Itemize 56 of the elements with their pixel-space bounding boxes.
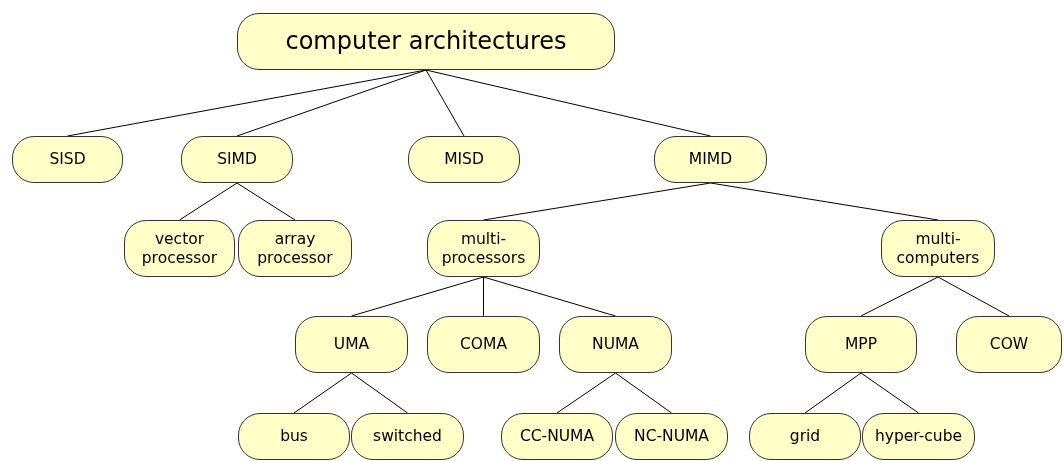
rounded-box <box>805 316 917 373</box>
connector-line <box>425 69 465 137</box>
node-label: MISD <box>443 150 485 169</box>
node-label: bus <box>279 427 309 446</box>
rounded-box <box>749 413 861 460</box>
node-label: CC-NUMA <box>518 427 596 446</box>
connector-line <box>293 372 352 414</box>
connector-line <box>860 276 939 317</box>
node-label: hyper-cube <box>873 427 964 446</box>
node-label: MIMD <box>687 150 734 169</box>
node-label: vector processor <box>140 229 219 268</box>
rounded-box <box>956 316 1062 373</box>
rounded-box <box>559 316 672 373</box>
node-label: COMA <box>459 335 508 354</box>
rounded-box <box>427 220 540 277</box>
connector-line <box>236 69 427 137</box>
connector-line <box>556 372 616 414</box>
node-label: multi-processors <box>440 229 527 268</box>
connector-line <box>937 276 1010 317</box>
connector-line <box>483 276 484 317</box>
connector-line <box>615 372 672 414</box>
connector-line <box>179 182 238 221</box>
node-label: SISD <box>48 150 87 169</box>
node-label: computer architectures <box>284 27 568 56</box>
connector-line <box>860 372 919 414</box>
node-label: UMA <box>332 335 371 354</box>
node-label: array processor <box>256 229 334 268</box>
rounded-box <box>295 316 408 373</box>
rounded-box <box>654 136 767 183</box>
connector-line <box>483 276 616 317</box>
connector-line <box>351 372 408 414</box>
rounded-box <box>238 220 352 277</box>
rounded-box <box>351 413 464 460</box>
rounded-box <box>238 413 350 460</box>
rounded-box <box>615 413 728 460</box>
rounded-box <box>237 13 615 70</box>
rounded-box <box>124 220 235 277</box>
connector-line <box>236 182 296 221</box>
rounded-box <box>862 413 975 460</box>
rounded-box <box>12 136 123 183</box>
connector-line <box>351 276 484 317</box>
node-label: NUMA <box>591 335 640 354</box>
rounded-box <box>181 136 293 183</box>
connector-line <box>804 372 862 414</box>
node-label: grid <box>788 427 822 446</box>
rounded-box <box>427 316 540 373</box>
rounded-box <box>881 220 995 277</box>
node-label: multi-computers <box>895 229 981 268</box>
node-label: NC-NUMA <box>633 427 710 446</box>
node-label: COW <box>988 335 1030 354</box>
node-label: MPP <box>843 335 879 354</box>
node-label: SIMD <box>216 150 258 169</box>
connector-line <box>425 69 711 137</box>
node-label: switched <box>372 427 443 446</box>
rounded-box <box>408 136 520 183</box>
rounded-box <box>501 413 613 460</box>
